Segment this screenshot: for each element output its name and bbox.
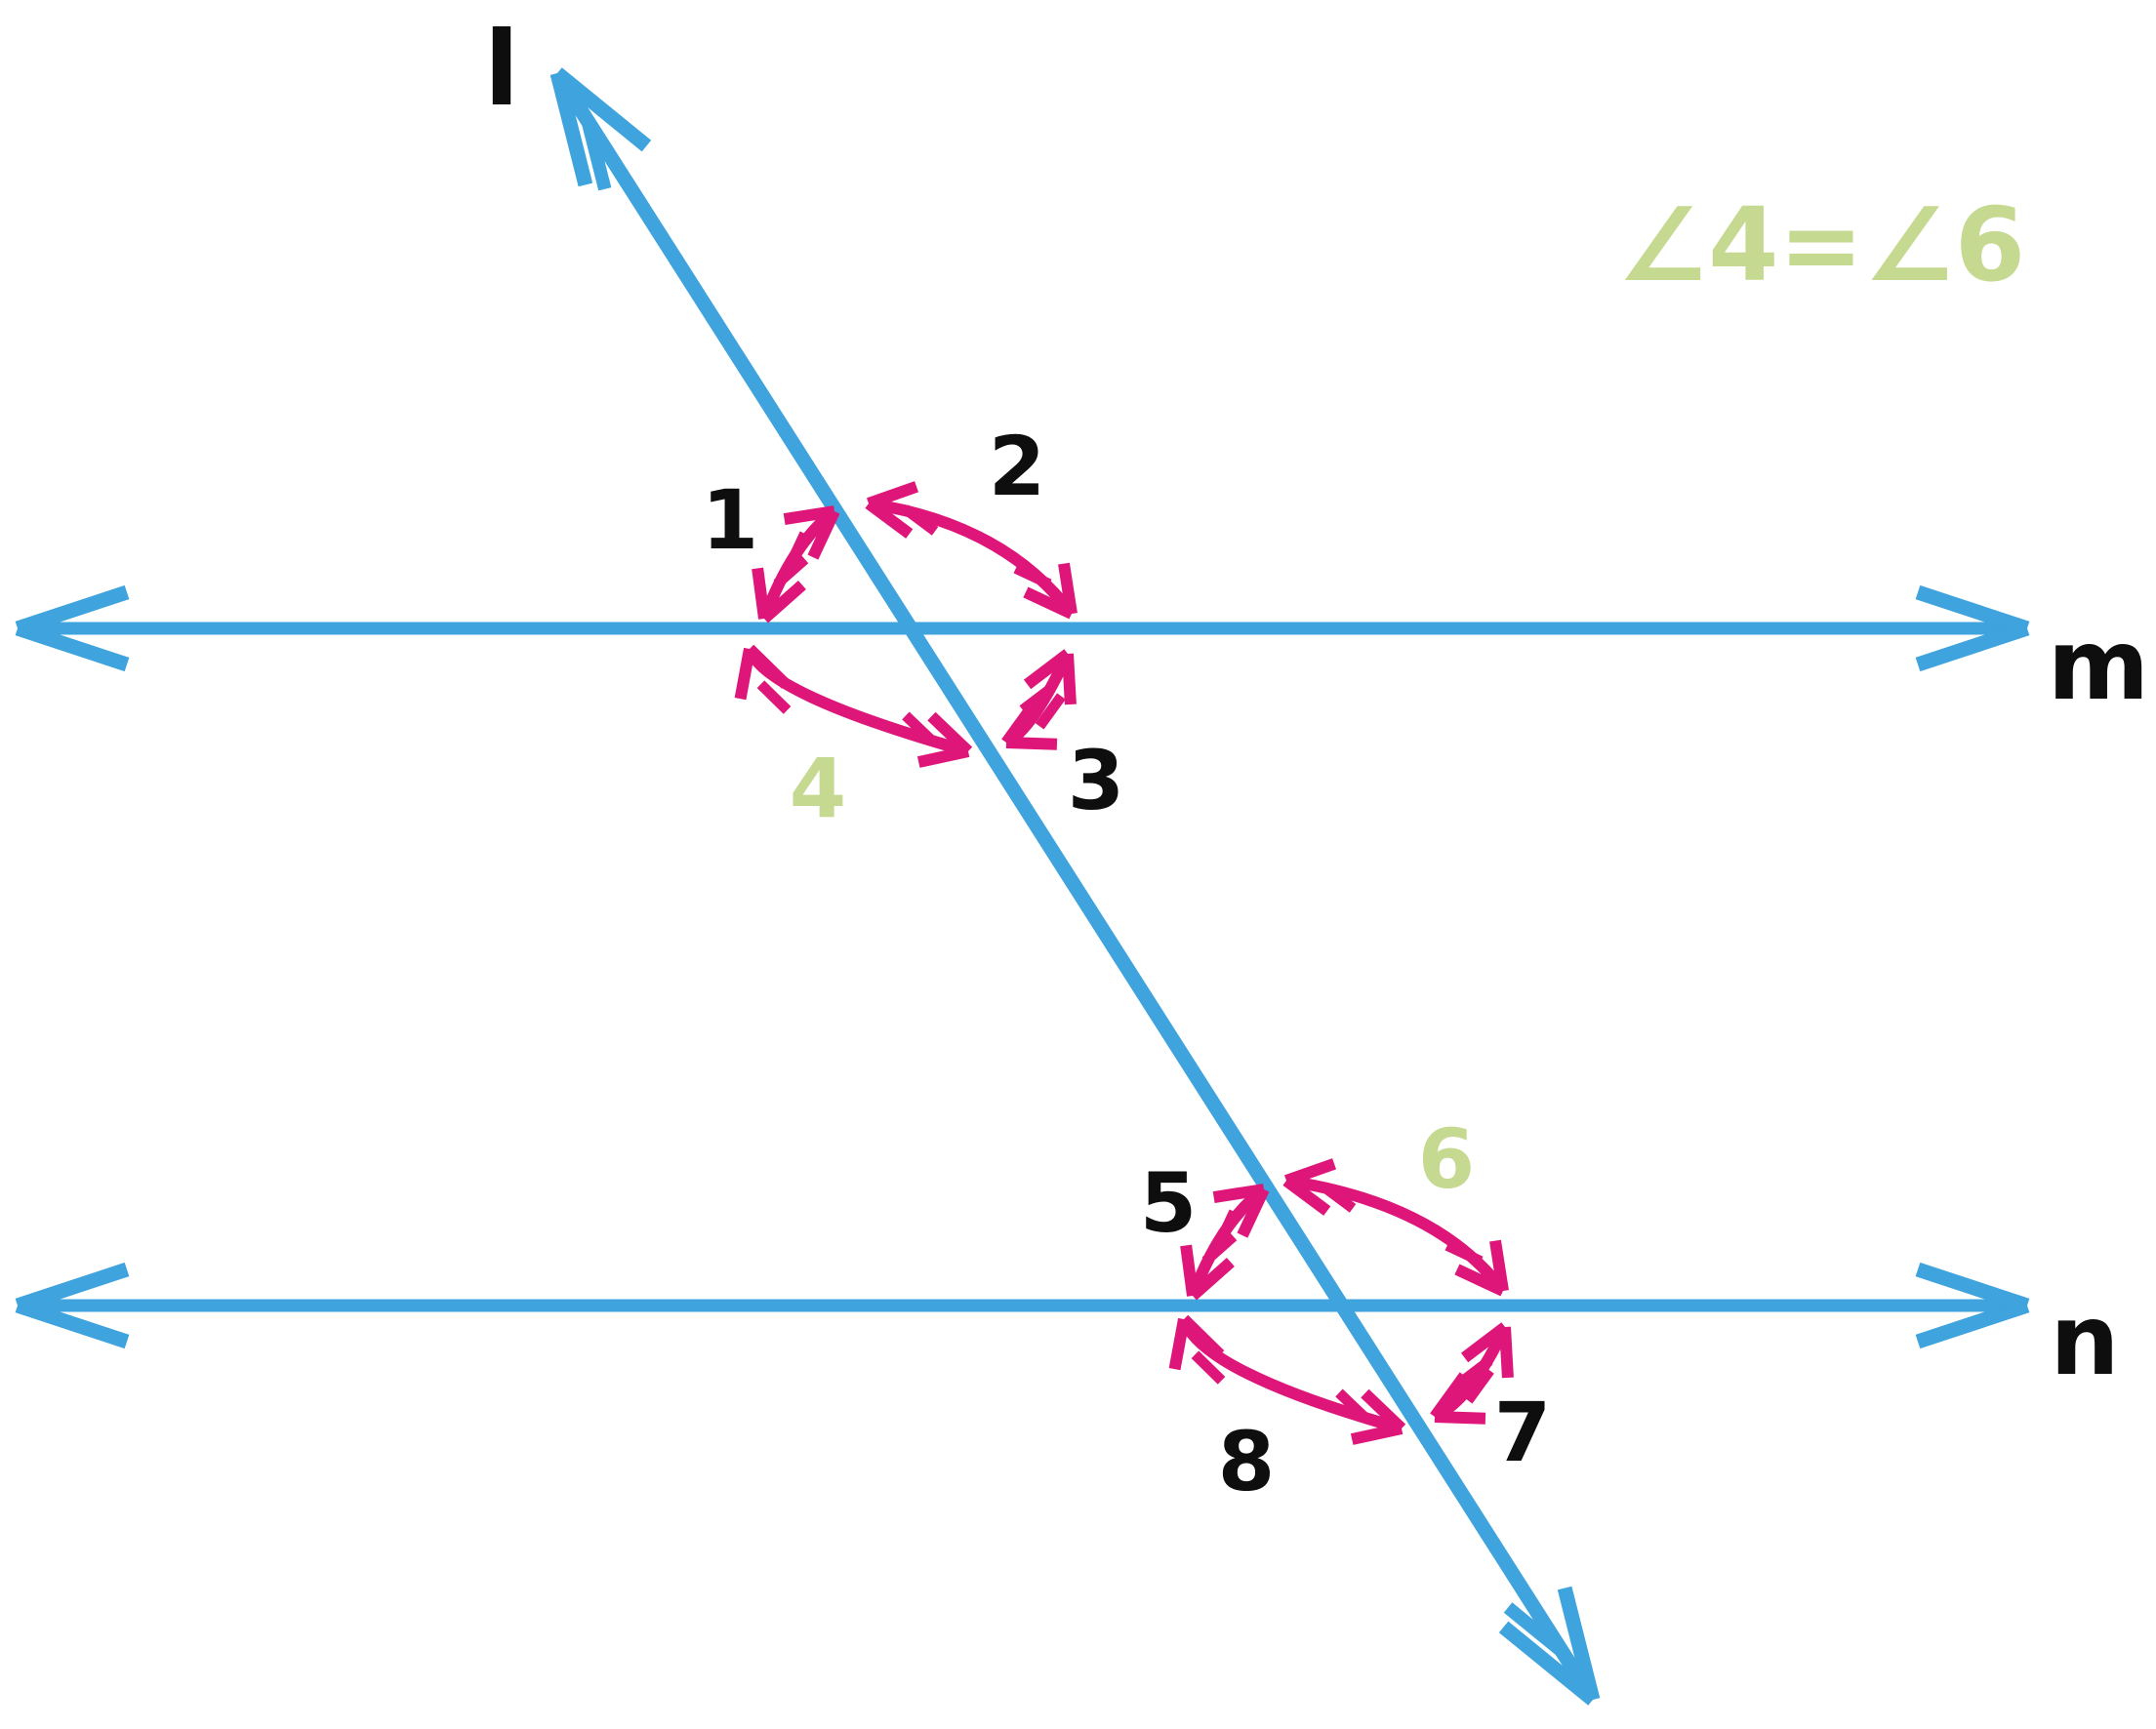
angle-2-label: 2: [989, 419, 1045, 514]
angle-5-arc-head-a-icon-barb: [1212, 1184, 1265, 1203]
angle-5-arc-head-b-icon-barb: [1180, 1244, 1199, 1297]
angle-4-arc-head-b-icon-barb: [734, 647, 755, 701]
angle-6-arc-head-b-icon-barb: [1489, 1239, 1509, 1292]
angle-7-arc-head-a-icon-barb: [1434, 1411, 1486, 1425]
angle-5-arc-head-a-icon-dash: [1213, 1209, 1240, 1248]
angle-equality-annotation: ∠4=∠6: [1617, 185, 2025, 304]
line-n-right-arrow-icon-barb: [1915, 1262, 2030, 1313]
angle-7-arc-head-b-icon-dash: [1456, 1356, 1493, 1387]
labels-layer: 1 2 3 4 5 6 7 8 l m n ∠4=∠6: [484, 10, 2149, 1509]
angle-7-arc-head-a-icon-dash: [1463, 1367, 1494, 1404]
angle-4-arc-head-b-icon-dash: [756, 680, 792, 714]
angle-1-arc-head-a-icon-barb: [807, 508, 840, 560]
angle-3-arc-head-b-icon-barb: [1062, 653, 1077, 705]
angle-8-arc-head-a-icon-barb: [1350, 1423, 1403, 1445]
angle-1-arc-head-b-icon-dash: [773, 555, 809, 588]
angle-6-arc-head-a-icon-barb: [1284, 1158, 1337, 1186]
angle-6-label: 6: [1418, 1111, 1475, 1207]
angle-2-arc-head-a-icon-barb: [867, 481, 919, 509]
angle-2-arc-head-a-icon-dash: [902, 504, 939, 536]
line-n-right-arrow-icon-barb: [1915, 1298, 2030, 1349]
angle-3-arc-head-b-icon-dash: [1019, 683, 1056, 714]
angle-8-arc-head-b-icon-barb: [1168, 1317, 1190, 1371]
transversal-bottom-arrow-icon-barb: [1557, 1586, 1601, 1702]
blue-lines-layer: [15, 67, 2030, 1706]
angle-5-label: 5: [1140, 1155, 1197, 1251]
angle-6-arc-head-a-icon-dash: [1320, 1182, 1357, 1213]
transversal-top-arrow-icon-dash: [581, 119, 612, 191]
line-m-label: m: [2048, 608, 2149, 722]
angle-3-arc-head-a-icon-dash: [1035, 693, 1066, 730]
angle-3-label: 3: [1068, 733, 1124, 828]
angle-6-arc-head-a-icon-barb: [1282, 1176, 1331, 1216]
angle-1-arc-head-b-icon-barb: [760, 581, 806, 623]
line-n-left-arrow-icon-barb: [15, 1262, 130, 1313]
transversal-bottom-arrow-icon-dash: [1503, 1602, 1567, 1658]
angle-8-arc-head-b-icon-barb: [1179, 1314, 1225, 1359]
pink-angle-arcs-layer: [734, 481, 1514, 1445]
angle-2-arc-head-b-icon-barb: [1023, 586, 1075, 620]
angle-2-arc-head-b-icon-dash: [1013, 563, 1052, 589]
angle-7-label: 7: [1494, 1385, 1551, 1480]
line-n-label: n: [2050, 1283, 2119, 1397]
angle-8-arc-head-a-icon-barb: [1361, 1388, 1406, 1433]
angle-2-arc-head-a-icon-barb: [865, 499, 914, 539]
angle-8-arc-head-a-icon-dash: [1335, 1388, 1370, 1423]
angle-4-arc-head-a-icon-dash: [902, 711, 937, 745]
angle-4-arc-head-a-icon-barb: [916, 745, 970, 768]
angle-2-arc-head-b-icon-barb: [1058, 562, 1078, 615]
angle-3-arc-head-a-icon-barb: [1005, 737, 1058, 750]
transversal-bottom-arrow-icon-barb: [1498, 1621, 1598, 1706]
line-l-label: l: [484, 10, 519, 129]
angle-1-arc-head-a-icon-dash: [784, 531, 810, 570]
line-m-right-arrow-icon-barb: [1915, 621, 2030, 672]
angle-5-arc-head-b-icon-dash: [1201, 1232, 1238, 1266]
angle-1-label: 1: [702, 472, 758, 568]
transversal-l: [550, 68, 1600, 1705]
line-m-left-arrow-icon-barb: [15, 621, 130, 672]
angle-4-arc-head-b-icon-barb: [745, 644, 791, 689]
angle-7-arc-head-b-icon-barb: [1460, 1322, 1509, 1363]
angle-1-arc-head-a-icon-barb: [783, 505, 835, 525]
transversal-top-arrow-icon-barb: [552, 67, 652, 152]
angle-6-arc-head-b-icon-dash: [1444, 1240, 1484, 1267]
angle-7-arc-head-b-icon-barb: [1499, 1326, 1514, 1379]
angle-3-arc-head-b-icon-barb: [1023, 649, 1072, 690]
angle-5-arc-head-a-icon-barb: [1237, 1186, 1270, 1238]
angle-6-arc-head-b-icon-barb: [1454, 1264, 1506, 1297]
line-m-left-arrow-icon-barb: [15, 584, 130, 636]
line-m-right-arrow-icon-barb: [1915, 584, 2030, 636]
angle-2-arc: [868, 498, 1077, 618]
angle-1-arc-head-b-icon-barb: [752, 567, 770, 620]
angle-5-arc-head-b-icon-barb: [1189, 1258, 1235, 1301]
angle-4-label: 4: [790, 741, 846, 836]
angle-8-arc-head-b-icon-dash: [1191, 1350, 1226, 1385]
angle-8-label: 8: [1218, 1414, 1275, 1509]
angle-4-arc-head-a-icon-barb: [927, 711, 973, 756]
transversal-top-arrow-icon-barb: [549, 71, 593, 187]
line-n-left-arrow-icon-barb: [15, 1298, 130, 1349]
